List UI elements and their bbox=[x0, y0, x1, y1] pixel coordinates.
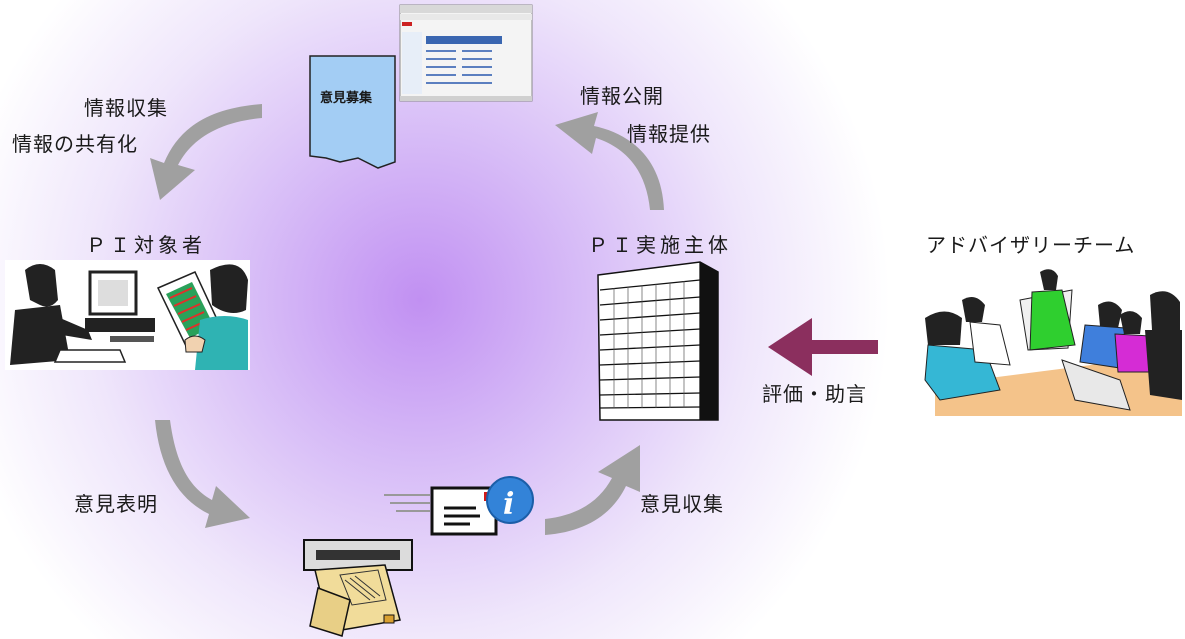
office-building-icon bbox=[597, 261, 719, 421]
email-icon bbox=[384, 486, 498, 536]
mailbox-icon bbox=[303, 539, 413, 637]
label-info-share: 情報の共有化 bbox=[12, 132, 138, 156]
label-info-collect: 情報収集 bbox=[84, 96, 168, 120]
meeting-team-icon bbox=[920, 268, 1182, 416]
svg-text:i: i bbox=[503, 487, 514, 522]
label-opinion-express: 意見表明 bbox=[74, 492, 158, 516]
computer-user-icon bbox=[5, 260, 250, 370]
arrow-to-target bbox=[150, 104, 262, 200]
info-icon: i bbox=[486, 476, 534, 524]
arrow-to-mailbox bbox=[155, 420, 250, 528]
label-info-provide: 情報提供 bbox=[627, 122, 711, 146]
label-advisory-team: アドバイザリーチーム bbox=[926, 233, 1136, 257]
label-info-disclose: 情報公開 bbox=[580, 84, 664, 108]
arrow-to-entity bbox=[545, 445, 640, 535]
document-icon bbox=[309, 55, 396, 169]
advice-arrow bbox=[768, 318, 878, 376]
browser-screenshot-icon bbox=[399, 4, 533, 102]
document-label: 意見募集 bbox=[320, 91, 373, 106]
label-pi-target: ＰＩ対象者 bbox=[86, 233, 206, 257]
label-opinion-collect: 意見収集 bbox=[640, 492, 724, 516]
label-evaluation-advice: 評価・助言 bbox=[762, 382, 867, 406]
label-pi-entity: ＰＩ実施主体 bbox=[588, 233, 732, 257]
arrow-to-disclosure bbox=[555, 112, 664, 210]
